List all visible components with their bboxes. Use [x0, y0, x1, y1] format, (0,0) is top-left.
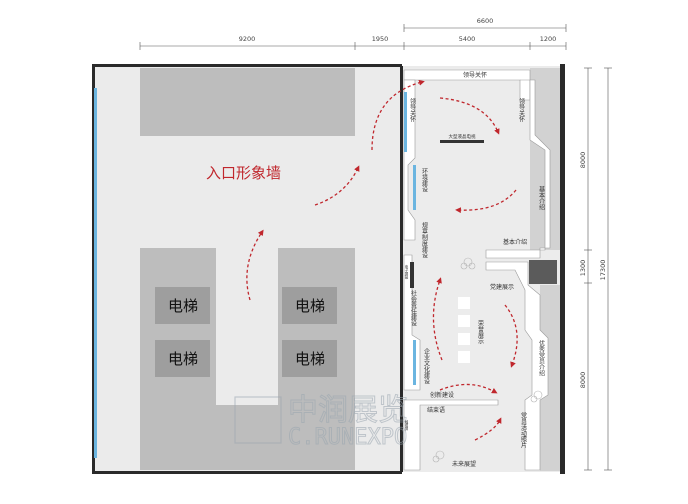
upper-block — [140, 68, 355, 136]
zone-member-activities: 党员活动照片 — [520, 411, 527, 449]
zone-rules: 规章制度建设 — [421, 221, 428, 259]
elevator-label-2: 电梯 — [295, 297, 325, 315]
zone-honor: 荣誉展示 — [477, 319, 484, 344]
dim-right-seg-3: 8000 — [579, 372, 587, 389]
large-lcd — [440, 140, 484, 143]
hall-divider-wall — [400, 66, 403, 472]
dim-right-total: 17300 — [599, 260, 607, 281]
dim-right-seg-2: 1300 — [579, 260, 587, 277]
hall-screen-3 — [413, 340, 416, 385]
dim-top-seg-2: 1950 — [372, 35, 389, 43]
elevator-1 — [155, 287, 210, 324]
flow-arrow-1 — [246, 229, 264, 301]
dim-top-total: 6600 — [477, 17, 494, 25]
zone-party-building: 党建展示 — [490, 283, 514, 291]
lower-block-middle — [216, 405, 278, 470]
hall-east-strip-lower — [540, 285, 560, 471]
zone-conclusion: 结束语 — [427, 406, 445, 414]
watermark-line-2: C.RUNEXPO — [288, 425, 407, 450]
dim-top-seg-3: 5400 — [459, 35, 476, 43]
zone-corporate-culture: 企业文化建设 — [423, 347, 430, 385]
hall-column — [529, 260, 557, 284]
elevator-2 — [282, 287, 337, 324]
watermark-line-1: 中润展览 — [288, 393, 408, 428]
flow-arrows — [246, 79, 518, 441]
right-dimension-lines — [584, 67, 612, 471]
zone-small-label-2: 触摸屏 — [404, 419, 409, 431]
zone-innovation: 创新建设 — [430, 391, 454, 399]
honor-box-2 — [458, 315, 470, 327]
decorative-plants — [432, 257, 543, 463]
flow-arrow-5 — [455, 189, 517, 214]
hall-screen-1 — [404, 92, 407, 152]
elevator-label-3: 电梯 — [168, 350, 198, 368]
top-dimension-lines — [139, 24, 567, 50]
left-glass-wall — [94, 88, 97, 458]
flow-arrow-9 — [474, 417, 502, 441]
flow-arrow-6 — [432, 277, 443, 361]
elevator-3 — [155, 340, 210, 377]
outer-walls — [92, 64, 565, 474]
zone-leadership-right: 领导关怀 — [518, 97, 525, 123]
flow-arrow-8 — [439, 383, 498, 394]
watermark-logo — [234, 396, 282, 444]
zone-excellent-members: 优秀党员介绍 — [538, 339, 545, 377]
flow-arrow-2 — [314, 165, 360, 206]
zone-basic-intro-h: 基本介绍 — [503, 238, 527, 246]
zone-leadership-top: 领导关怀 — [463, 71, 487, 79]
flow-arrow-3 — [371, 79, 425, 151]
zone-environment: 环境建设 — [421, 168, 428, 193]
hall-dark-panel — [410, 262, 414, 288]
zone-basic-intro-v: 基本介绍 — [538, 185, 545, 211]
zone-future: 未来展望 — [452, 460, 476, 468]
watermark: 中润展览 C.RUNEXPO — [234, 393, 409, 451]
dim-right-seg-1: 8000 — [579, 152, 587, 169]
honor-box-3 — [458, 333, 470, 345]
zone-leadership-left: 领导关怀 — [409, 97, 416, 123]
honor-box-4 — [458, 351, 470, 363]
entrance-wall-label: 入口形象墙 — [206, 164, 281, 182]
elevator-4 — [282, 340, 337, 377]
dim-top-seg-4: 1200 — [540, 35, 557, 43]
zone-large-screen: 大型液晶电视 — [449, 133, 476, 140]
zone-social-duty: 社会责任建设 — [410, 289, 417, 327]
elevator-label-1: 电梯 — [168, 297, 198, 315]
honor-box-1 — [458, 297, 470, 309]
dim-top-seg-1: 9200 — [239, 35, 256, 43]
elevator-label-4: 电梯 — [295, 350, 325, 368]
zone-small-label-1: 电子屏幕 — [404, 264, 409, 280]
flow-arrow-7 — [504, 304, 518, 368]
flow-arrow-4 — [439, 97, 500, 135]
hall-screen-2 — [413, 165, 416, 210]
